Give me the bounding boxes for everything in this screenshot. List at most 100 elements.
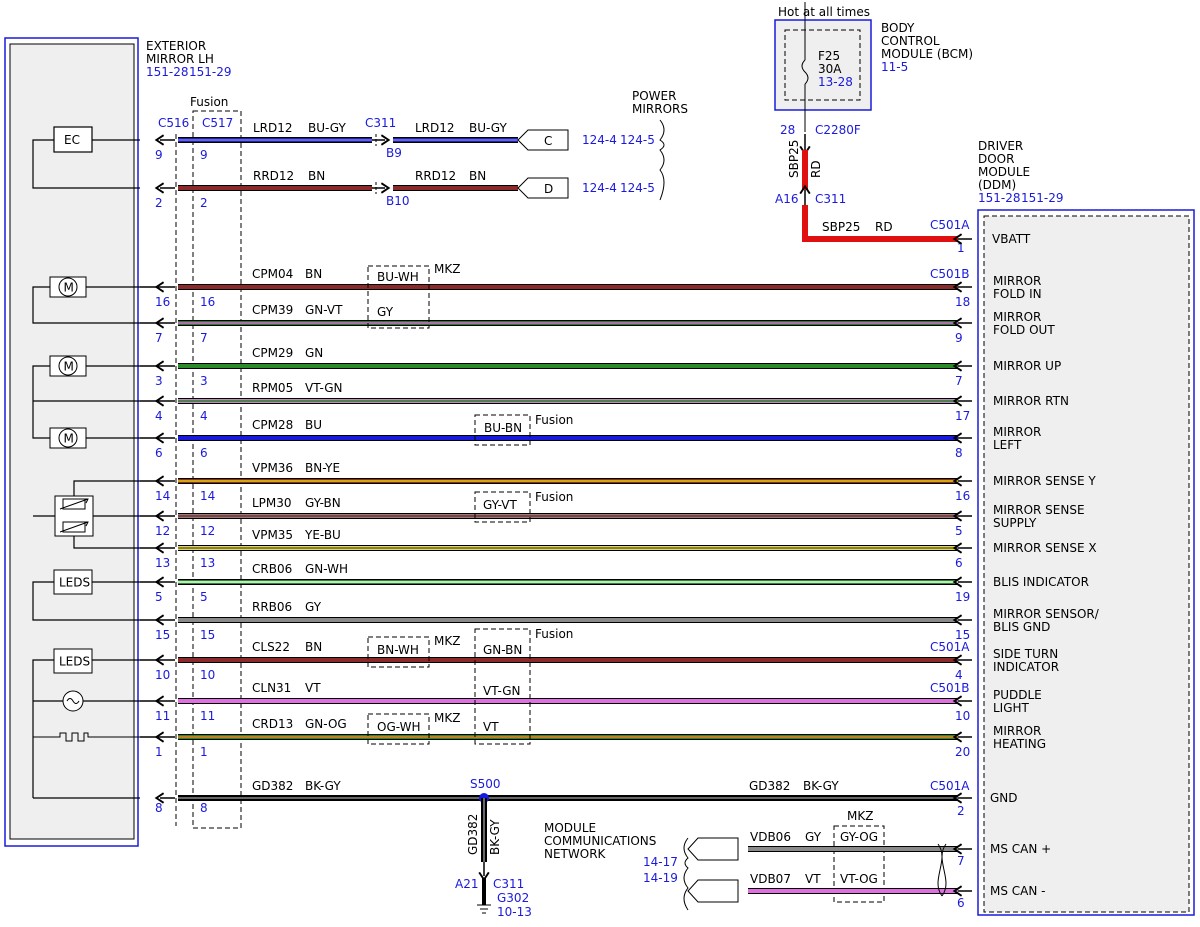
crd13-mkz: OG-WH <box>377 720 420 734</box>
ec-wire-loop <box>32 139 140 189</box>
leds-blis-gnd <box>32 581 140 621</box>
top-circuit-rrd12-dest: D <box>544 182 553 196</box>
ddm-module: DRIVER DOOR MODULE (DDM) 151-28 151-29 <box>977 139 1195 916</box>
top-circuit-rrd12-pin-2: 2 <box>200 196 208 210</box>
sbp25-pin-a16: A16 <box>775 192 798 206</box>
circuit-crd13-left-pin: 1 <box>155 745 163 759</box>
circuit-vpm35-left-pin-2: 13 <box>200 556 215 570</box>
ddm-ref-1: 151-28 <box>978 191 1021 205</box>
circuit-cln31-conn: C501B <box>930 681 970 695</box>
ddm-title-1: DRIVER <box>978 139 1023 153</box>
bcm-title-3: MODULE (BCM) <box>881 47 973 61</box>
top-circuit-rrd12-ref-1: 124-4 <box>582 181 617 195</box>
circuit-rrb06-circuit: RRB06 <box>252 600 292 614</box>
circuit-rrb06-left-pin-2: 15 <box>200 628 215 642</box>
top-circuit-lrd12-circuit-a: LRD12 <box>253 121 293 135</box>
motor-left-icon-label: M <box>64 432 74 446</box>
circuit-rpm05-left-pin-2: 4 <box>200 409 208 423</box>
circuit-crd13-color: GN-OG <box>305 717 347 731</box>
power-mirrors-title-2: MIRRORS <box>632 102 688 116</box>
sensor-wiper-y <box>59 498 89 510</box>
circuit-vpm36-circuit: VPM36 <box>252 461 293 475</box>
can-vdb07-pin: 6 <box>957 896 965 910</box>
exterior-mirror-ref-2: 151-29 <box>189 65 232 79</box>
can-vdb06-label: MS CAN + <box>990 842 1051 856</box>
gnd-right-pin: 2 <box>957 804 965 818</box>
circuit-crd13-left-pin-2: 1 <box>200 745 208 759</box>
vbatt-label: VBATT <box>992 232 1031 246</box>
vbatt-conn: C501A <box>930 218 970 232</box>
can-ref-2: 14-19 <box>643 871 678 885</box>
circuit-rrb06-label-1: MIRROR SENSOR/ <box>993 607 1100 621</box>
circuit-cpm04-right-pin: 18 <box>955 295 970 309</box>
c311-mid-label: C311 <box>815 192 846 206</box>
circuit-cls22-conn: C501A <box>930 640 970 654</box>
circuit-cpm28-color: BU <box>305 418 322 432</box>
ground-circuit: 8 8 GD382 BK-GY GD382 BK-GY C501A 2 GND … <box>33 777 1018 919</box>
can-vdb07-connector-shape <box>687 879 739 903</box>
circuit-cpm28-circuit: CPM28 <box>252 418 293 432</box>
top-circuit-lrd12-ref-2: 124-5 <box>620 133 655 147</box>
can-title-2: COMMUNICATIONS <box>544 834 656 848</box>
circuit-cpm39-right-pin: 9 <box>955 331 963 345</box>
c311-gnd-label: C311 <box>493 877 524 891</box>
fusion-box-left <box>474 414 531 446</box>
circuit-cpm28-left-pin: 6 <box>155 446 163 460</box>
bcm-ref: 11-5 <box>881 60 908 74</box>
circuit-cls22-label-1: SIDE TURN <box>993 647 1058 661</box>
exterior-mirror-title-2: MIRROR LH <box>146 52 214 66</box>
bcm-module: Hot at all times F25 30A 13-28 BODY CONT… <box>774 2 973 137</box>
circuit-vpm35-label: MIRROR SENSE X <box>993 541 1097 555</box>
circuit-lpm30-left-pin: 12 <box>155 524 170 538</box>
circuit-crb06-left-pin: 5 <box>155 590 163 604</box>
top-circuit-lrd12-dest: C <box>544 134 552 148</box>
circuit-cpm04-label-2: FOLD IN <box>993 287 1042 301</box>
power-mirrors-title-1: POWER <box>632 89 676 103</box>
gnd-color-right: BK-GY <box>803 779 839 793</box>
top-circuit-lrd12-dest-shape <box>517 129 569 151</box>
circuit-lpm30-right-pin: 5 <box>955 524 963 538</box>
circuit-vpm36-left-pin-2: 14 <box>200 489 215 503</box>
can-vdb07-alt: VT-OG <box>840 872 878 886</box>
circuit-cls22-right-pin: 4 <box>955 668 963 682</box>
twisted-pair-icon <box>937 843 947 897</box>
sensor-y-wire <box>73 480 140 496</box>
ddm-ref-2: 151-29 <box>1021 191 1064 205</box>
circuit-cls22-left-pin: 10 <box>155 668 170 682</box>
bcm-fuse-amp: 30A <box>818 62 842 76</box>
gnd-vert-circuit: GD382 <box>466 814 480 855</box>
circuit-cpm39-left-pin: 7 <box>155 331 163 345</box>
circuit-cpm29-color: GN <box>305 346 323 360</box>
circuit-cpm39-label-1: MIRROR <box>993 310 1041 324</box>
motor-up-wire-b <box>32 365 50 439</box>
gnd-ref: 10-13 <box>497 905 532 919</box>
cpm39-alt: GY <box>377 305 394 319</box>
circuit-cls22-left-pin-2: 10 <box>200 668 215 682</box>
fusion-sense-label: Fusion <box>535 490 573 504</box>
fusion-box-sense <box>474 491 531 523</box>
exterior-mirror-ref-1: 151-28 <box>146 65 189 79</box>
can-title-1: MODULE <box>544 821 596 835</box>
top-circuit-lrd12-circuit-b: LRD12 <box>415 121 455 135</box>
fusion-left-label: Fusion <box>535 413 573 427</box>
circuit-rpm05-right-pin: 17 <box>955 409 970 423</box>
circuit-crd13-label-1: MIRROR <box>993 724 1041 738</box>
c2280f-label: C2280F <box>815 123 861 137</box>
ddm-title-2: DOOR <box>978 152 1014 166</box>
c516-label: C516 <box>158 116 189 130</box>
motor-fold-icon-label: M <box>64 281 74 295</box>
top-circuit-rrd12-dest-shape <box>517 177 569 199</box>
circuit-cpm29-label: MIRROR UP <box>993 359 1061 373</box>
circuit-cln31-label-1: PUDDLE <box>993 688 1042 702</box>
circuit-lpm30-color: GY-BN <box>305 496 341 510</box>
top-circuit-rrd12-color-b: BN <box>469 169 486 183</box>
circuit-vpm35-color: YE-BU <box>304 528 341 542</box>
top-circuit-rrd12-circuit-a: RRD12 <box>253 169 294 183</box>
circuit-cpm04-left-pin-2: 16 <box>200 295 215 309</box>
can-title-3: NETWORK <box>544 847 607 861</box>
circuit-crb06-circuit: CRB06 <box>252 562 292 576</box>
sensor-wiper-x <box>59 521 89 533</box>
gnd-color-left: BK-GY <box>305 779 341 793</box>
